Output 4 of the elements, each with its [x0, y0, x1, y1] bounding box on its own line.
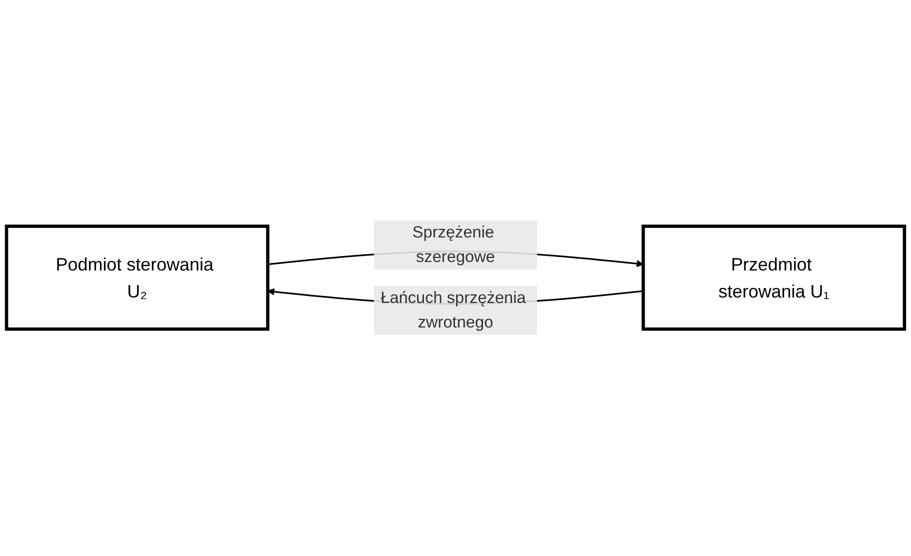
node-box: Podmiot sterowania U₂: [4, 224, 270, 332]
node-box: Przedmiot sterowania U₁: [642, 224, 906, 332]
edge-label: Łańcuch sprzężenia zwrotnego: [380, 289, 526, 332]
edge-label: Sprzężenie szeregowe: [412, 224, 495, 267]
